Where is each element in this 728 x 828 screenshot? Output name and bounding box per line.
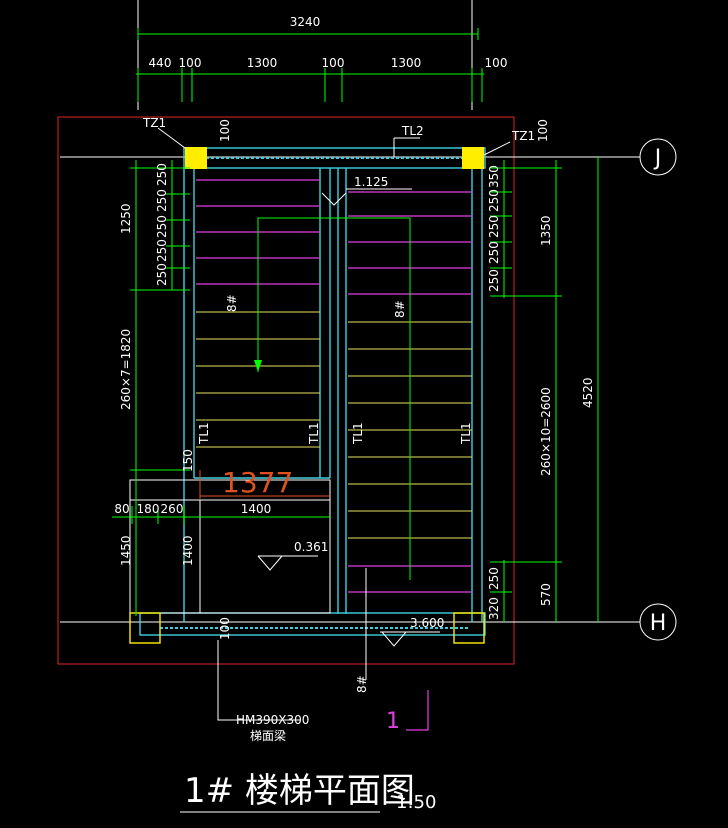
- landing-dim-2: 260: [161, 502, 184, 516]
- left-dim-250-1: 250: [155, 163, 169, 186]
- landing: [129, 479, 331, 614]
- right-dim-250-1: 250: [487, 189, 501, 212]
- right-dim-250-b: 250: [487, 567, 501, 590]
- red-outline: [57, 116, 515, 665]
- right-dim-350: 350: [487, 165, 501, 188]
- walk-lines: [254, 217, 411, 580]
- right-dim-320: 320: [487, 597, 501, 620]
- label-tl1-d: TL1: [459, 422, 473, 445]
- left-dim-150: 150: [181, 449, 195, 472]
- left-dim-250-2: 250: [155, 189, 169, 212]
- measure-1377: 1377: [199, 466, 330, 500]
- elev-1125-label: 1.125: [354, 175, 388, 189]
- elev-3600-label: 3.600: [410, 616, 444, 630]
- landing-dim-3: 1400: [241, 502, 272, 516]
- measure-1377-label: 1377: [222, 466, 293, 499]
- label-100-right: 100: [536, 119, 550, 142]
- top-dim-0: 440: [149, 56, 172, 70]
- column-tz1-left: [185, 147, 207, 169]
- right-dim-260x10: 260×10=2600: [539, 387, 553, 476]
- axis-bubble-j: [639, 138, 677, 176]
- title-text: 1# 楼梯平面图: [184, 771, 415, 811]
- left-dim-1450: 1450: [119, 535, 133, 566]
- right-dimensions: 350 250 250 250 250 1350 260×10=2600 570…: [487, 157, 599, 622]
- top-dim-1: 100: [179, 56, 202, 70]
- right-dim-250-4: 250: [487, 269, 501, 292]
- label-100-top: 100: [218, 119, 232, 142]
- axis-bubble-h: [639, 603, 677, 641]
- label-tl1-c: TL1: [351, 422, 365, 445]
- title-scale: 1:50: [396, 792, 436, 813]
- beam-note: 梯面梁: [250, 728, 286, 743]
- landing-dim-1: 180: [137, 502, 160, 516]
- column-tz1-right: [462, 147, 484, 169]
- column-bottom-left: [129, 612, 161, 644]
- label-tz1-left: TZ1: [142, 116, 166, 130]
- top-dim-5: 100: [485, 56, 508, 70]
- right-dim-570: 570: [539, 583, 553, 606]
- left-dim-250-3: 250: [155, 215, 169, 238]
- left-dimensions: 1250 250 250 250 250 250 260×7=1820 150 …: [119, 160, 195, 616]
- left-dim-260x7: 260×7=1820: [119, 329, 133, 410]
- right-dim-1350: 1350: [539, 215, 553, 246]
- drawing-title: 1# 楼梯平面图 1:50: [180, 771, 436, 813]
- axis-label-j: J: [653, 146, 662, 171]
- rebar-mark-8b: 8#: [393, 300, 407, 318]
- left-dim-1250: 1250: [119, 203, 133, 234]
- right-dim-250-3: 250: [487, 241, 501, 264]
- right-dim-250-2: 250: [487, 215, 501, 238]
- landing-dim-0: 80: [114, 502, 129, 516]
- left-dim-250-4: 250: [155, 239, 169, 262]
- beam-spec: HM390X300: [236, 713, 309, 727]
- label-tz1-right: TZ1: [511, 129, 535, 143]
- axis-label-h: H: [650, 611, 667, 636]
- top-dim-3: 100: [322, 56, 345, 70]
- elev-0361-label: 0.361: [294, 540, 328, 554]
- label-tl1-b: TL1: [307, 422, 321, 445]
- landing-dimensions: 80 180 260 1400: [112, 502, 330, 524]
- beam-callout: HM390X300 梯面梁: [217, 640, 309, 743]
- overall-dimension: 3240: [137, 15, 479, 40]
- top-dim-2: 1300: [247, 56, 278, 70]
- column-bottom-right: [453, 612, 485, 644]
- rebar-mark-8c: 8#: [355, 675, 369, 693]
- label-tl2: TL2: [401, 124, 424, 138]
- right-dim-4520: 4520: [581, 377, 595, 408]
- elevation-0361: 0.361: [257, 540, 328, 571]
- rebar-mark-8a: 8#: [225, 294, 239, 312]
- top-dim-4: 1300: [391, 56, 422, 70]
- elevation-1125: 1.125: [321, 175, 412, 206]
- top-segment-dimensions: 440 100 1300 100 1300 100: [136, 56, 507, 102]
- section-mark: 1: [386, 690, 429, 734]
- left-dim-1400: 1400: [181, 535, 195, 566]
- overall-dim-label: 3240: [290, 15, 321, 29]
- section-mark-label: 1: [386, 709, 400, 734]
- elevation-3600: 3.600: [380, 616, 444, 647]
- label-tl1-a: TL1: [197, 422, 211, 445]
- left-dim-250-5: 250: [155, 263, 169, 286]
- label-100-bottom: 100: [218, 617, 232, 640]
